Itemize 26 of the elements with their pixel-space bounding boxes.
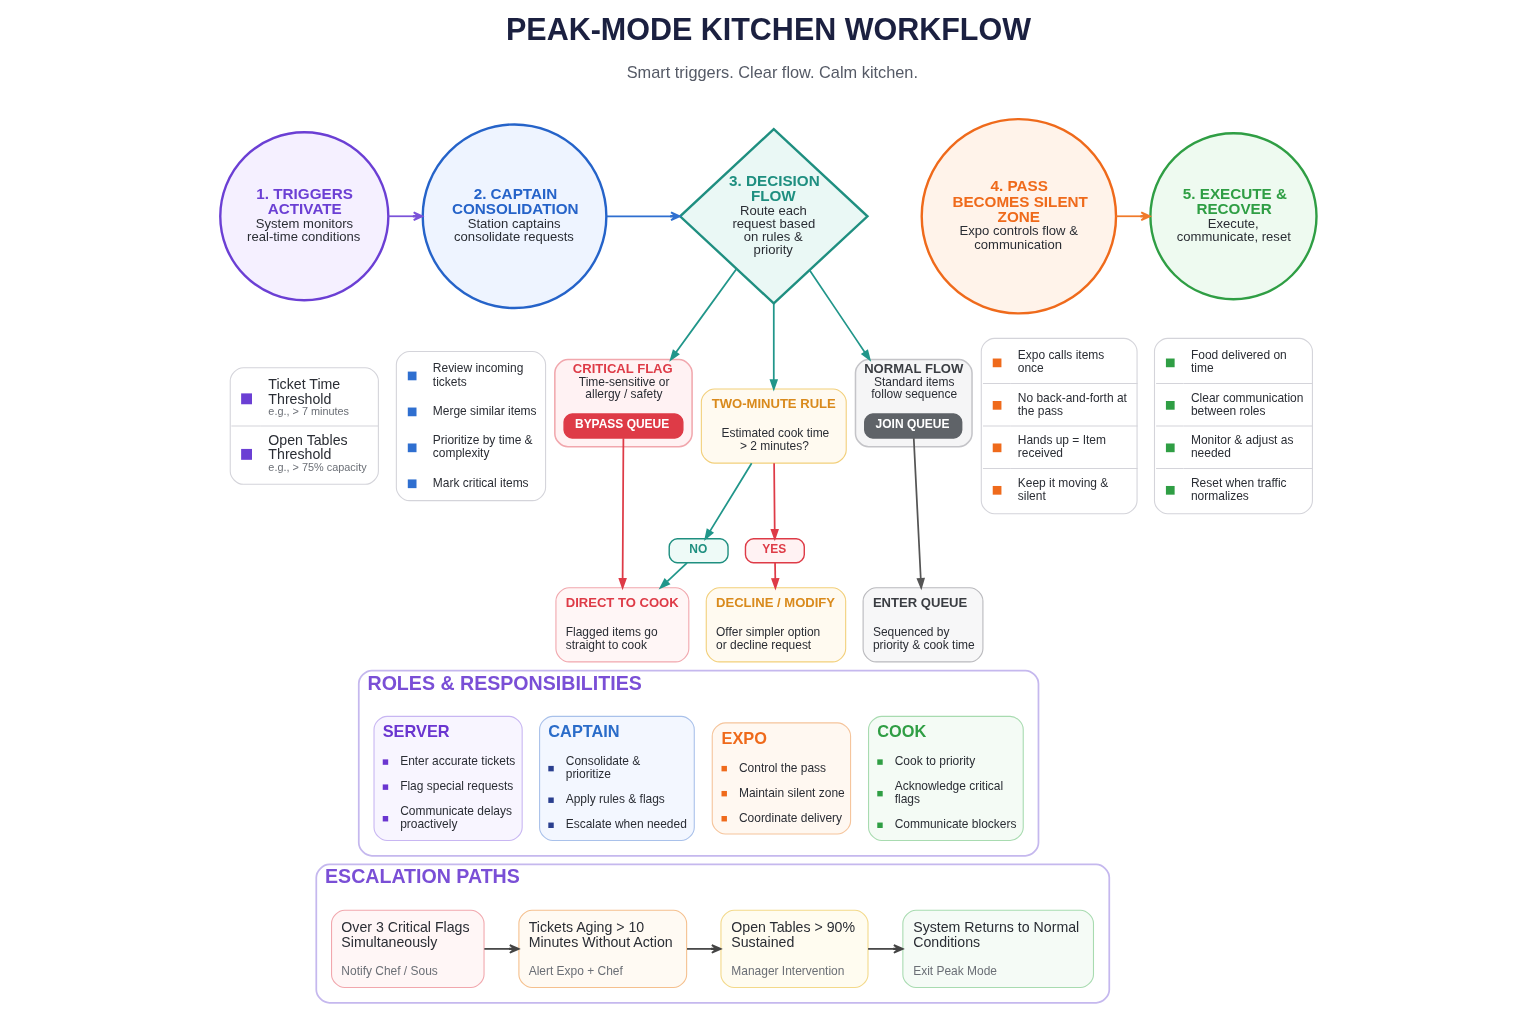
arrow [912, 437, 925, 591]
arrow [866, 944, 903, 954]
node-box: JOIN QUEUE [863, 413, 962, 439]
node-box: YES [744, 538, 805, 564]
node-circle: 1. TRIGGERS ACTIVATE System monitors real-time conditions [218, 131, 390, 302]
arrow [769, 462, 779, 542]
node-circle: 2. CAPTAIN CONSOLIDATION Station captains consolidate requests [421, 123, 608, 310]
node-diamond: 3. DECISION FLOW Route each request based on rules & priority [677, 127, 869, 306]
node-circle: 5. EXECUTE & RECOVER Execute, communicate, reset [1148, 132, 1318, 301]
arrow [1114, 211, 1151, 222]
arrow [482, 944, 519, 954]
arrow [769, 302, 778, 392]
arrow [808, 269, 871, 362]
arrow [703, 462, 752, 541]
arrow [387, 211, 423, 222]
label: Smart triggers. Clear flow. Calm kitchen. [626, 63, 918, 82]
node-circle: 4. PASS BECOMES SILENT ZONE Expo controls flow & communication [920, 117, 1117, 315]
arrow [770, 561, 780, 591]
node-box: NO [668, 538, 729, 564]
arrow [658, 561, 688, 590]
arrow [685, 944, 721, 954]
arrow [617, 437, 627, 591]
arrow [668, 268, 737, 362]
node-box: BYPASS QUEUE [562, 413, 684, 439]
arrow [605, 211, 681, 222]
diagram-title: PEAK-MODE KITCHEN WORKFLOW [505, 12, 1031, 47]
